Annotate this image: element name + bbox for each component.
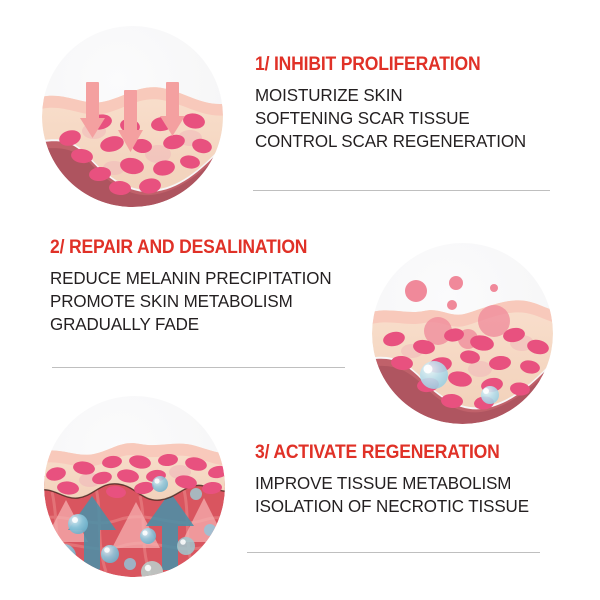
illustration-skin-cross-section-with-regeneration-arrows (44, 396, 225, 577)
section-text-block: 1/ INHIBIT PROLIFERATION MOISTURIZE SKIN… (255, 53, 534, 153)
blue-droplet-highlight (423, 364, 433, 374)
blue-droplet-small (481, 386, 499, 404)
section-heading: 3/ ACTIVATE REGENERATION (255, 441, 500, 463)
section-heading: 1/ INHIBIT PROLIFERATION (255, 53, 481, 75)
section-body-line: CONTROL SCAR REGENERATION (255, 130, 527, 151)
illustration-skin-cross-section-with-penetrating-arrows (42, 26, 223, 207)
section-body-line: SOFTENING SCAR TISSUE (255, 107, 470, 128)
section-text-block: 3/ ACTIVATE REGENERATION IMPROVE TISSUE … (255, 441, 537, 518)
blue-droplet-group (420, 361, 499, 404)
skin-arrows-diagram (42, 82, 223, 207)
penetrating-arrow-2 (118, 90, 143, 152)
epidermis-surface (44, 443, 225, 467)
section-divider (253, 190, 550, 191)
cell-cluster (46, 453, 225, 499)
junction-droplet-group (152, 476, 202, 500)
section-body-line: IMPROVE TISSUE METABOLISM (255, 472, 512, 493)
section-divider (247, 552, 540, 553)
penetrating-arrow-group (80, 82, 185, 152)
section-body-line: MOISTURIZE SKIN (255, 84, 403, 105)
rising-bubble-group (405, 276, 498, 310)
blue-droplet-highlight (483, 388, 489, 394)
rising-bubble-tiny (490, 284, 498, 292)
regeneration-arrow-2 (146, 492, 194, 570)
section-body-line: PROMOTE SKIN METABOLISM (50, 290, 293, 311)
blue-droplet-large (420, 361, 448, 389)
section-body-line: GRADUALLY FADE (50, 313, 199, 334)
rising-bubble-large (405, 280, 427, 302)
rising-bubble-small (447, 300, 457, 310)
penetrating-arrow-3 (160, 82, 185, 136)
section-divider (52, 367, 345, 368)
penetrating-arrow-1 (80, 82, 105, 138)
section-heading: 2/ REPAIR AND DESALINATION (50, 236, 308, 258)
rising-bubble-medium (449, 276, 463, 290)
epidermis-surface (372, 300, 553, 327)
illustration-skin-cross-section-with-rising-bubbles (372, 243, 553, 424)
skin-bubbles-diagram (372, 276, 553, 424)
section-body-line: ISOLATION OF NECROTIC TISSUE (255, 495, 529, 516)
section-text-block: 2/ REPAIR AND DESALINATION REDUCE MELANI… (50, 236, 340, 336)
skin-regeneration-diagram (44, 443, 225, 577)
section-body-line: REDUCE MELANIN PRECIPITATION (50, 267, 332, 288)
